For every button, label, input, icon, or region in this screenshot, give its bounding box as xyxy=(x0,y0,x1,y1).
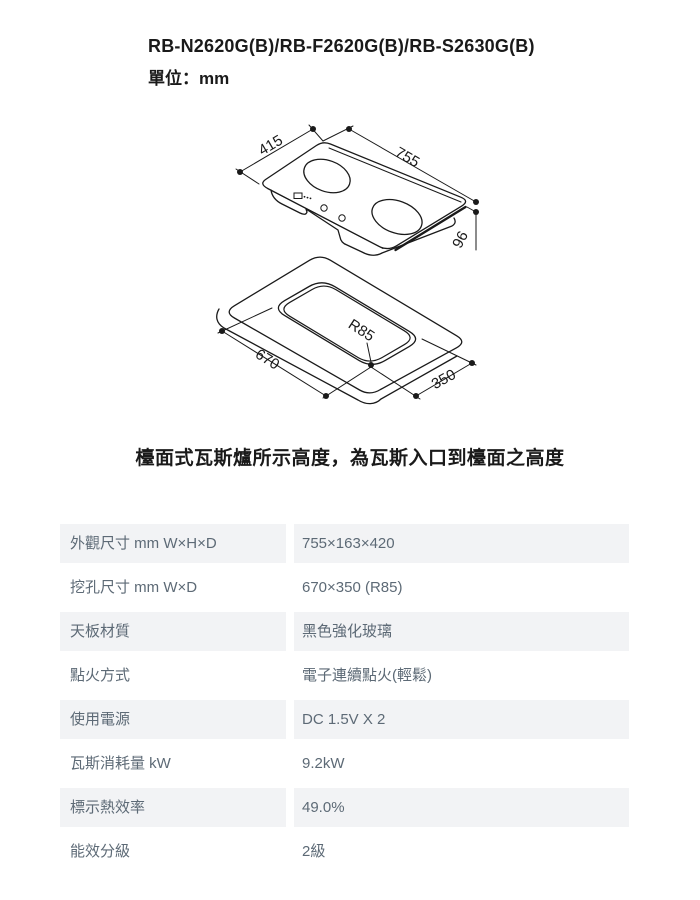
table-row: 天板材質 黑色強化玻璃 xyxy=(60,612,629,651)
table-row: 使用電源 DC 1.5V X 2 xyxy=(60,700,629,739)
knob-left xyxy=(320,204,328,212)
spec-value: 黑色強化玻璃 xyxy=(294,612,629,651)
spec-table: 外觀尺寸 mm W×H×D 755×163×420 挖孔尺寸 mm W×D 67… xyxy=(60,524,629,876)
table-row: 標示熱效率 49.0% xyxy=(60,788,629,827)
dim-96-label: 96 xyxy=(449,228,472,251)
counter-cutout-drawing xyxy=(216,256,463,405)
dimension-diagram: 415 755 96 xyxy=(216,124,479,405)
knob-right xyxy=(338,214,346,222)
stove-top-drawing xyxy=(262,142,467,256)
page-header: RB-N2620G(B)/RB-F2620G(B)/RB-S2630G(B) 單… xyxy=(148,36,535,89)
table-row: 挖孔尺寸 mm W×D 670×350 (R85) xyxy=(60,568,629,607)
spec-value: 670×350 (R85) xyxy=(302,579,403,596)
brand-logo xyxy=(293,192,312,200)
height-note-caption: 檯面式瓦斯爐所示高度，為瓦斯入口到檯面之高度 xyxy=(135,448,565,469)
dim-415-label: 415 xyxy=(256,132,286,159)
spec-value: 9.2kW xyxy=(302,755,345,772)
spec-value: 2級 xyxy=(302,843,326,860)
spec-label: 外觀尺寸 mm W×H×D xyxy=(60,524,286,563)
spec-value: 755×163×420 xyxy=(294,524,629,563)
unit-label: 單位：mm xyxy=(148,69,230,88)
table-row: 能效分級 2級 xyxy=(60,832,629,871)
spec-label: 標示熱效率 xyxy=(60,788,286,827)
spec-label: 能效分級 xyxy=(70,843,131,860)
spec-label: 點火方式 xyxy=(70,667,131,684)
product-model-title: RB-N2620G(B)/RB-F2620G(B)/RB-S2630G(B) xyxy=(148,36,535,56)
stove-top-dimensions: 415 755 96 xyxy=(235,124,479,251)
dim-r85-label: R85 xyxy=(345,316,377,345)
spec-label: 挖孔尺寸 mm W×D xyxy=(70,579,198,596)
spec-label: 瓦斯消耗量 kW xyxy=(70,755,171,772)
spec-label: 使用電源 xyxy=(60,700,286,739)
left-burner xyxy=(303,158,351,194)
right-burner xyxy=(371,198,423,236)
table-row: 瓦斯消耗量 kW 9.2kW xyxy=(60,744,629,783)
spec-value: DC 1.5V X 2 xyxy=(294,700,629,739)
spec-value: 電子連續點火(輕鬆) xyxy=(302,667,432,684)
table-row: 點火方式 電子連續點火(輕鬆) xyxy=(60,656,629,695)
dim-755-label: 755 xyxy=(392,144,422,171)
table-row: 外觀尺寸 mm W×H×D 755×163×420 xyxy=(60,524,629,563)
dim-670-label: 670 xyxy=(252,346,282,374)
spec-value: 49.0% xyxy=(294,788,629,827)
spec-label: 天板材質 xyxy=(60,612,286,651)
